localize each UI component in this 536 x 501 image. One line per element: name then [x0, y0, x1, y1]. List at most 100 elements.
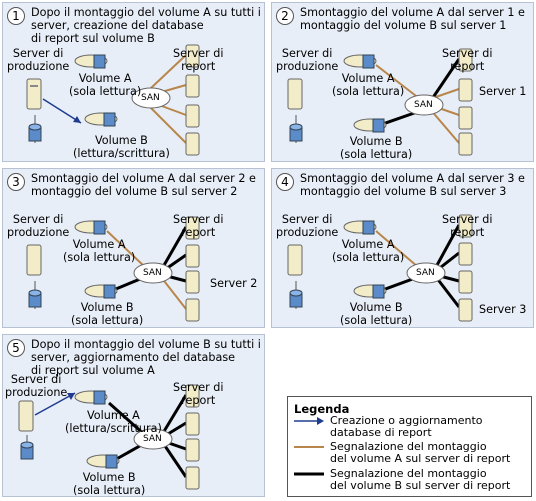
report-server	[185, 384, 200, 408]
production-server-label: Server di produzione	[7, 213, 70, 239]
report-server	[458, 48, 473, 72]
report-server	[458, 270, 473, 294]
volume-a-disk	[74, 390, 108, 405]
step-number: 5	[7, 339, 25, 357]
step-panel-5: 5 Dopo il montaggio del volume B su tutt…	[2, 334, 265, 497]
report-server	[185, 244, 200, 268]
san-label: SAN	[141, 93, 160, 103]
step-title: Smontaggio del volume A dal server 1 e m…	[300, 6, 525, 32]
report-server	[185, 438, 200, 462]
step-title: Dopo il montaggio del volume A su tutti …	[31, 6, 261, 45]
server-callout: Server 3	[479, 303, 527, 316]
legend-volume-b-swatch	[294, 472, 324, 476]
volume-b-label: Volume B (sola lettura)	[340, 301, 413, 327]
volume-a-disk	[343, 220, 377, 235]
volume-b-disk	[84, 284, 118, 299]
volume-a-disk	[74, 220, 108, 235]
san-cloud	[133, 262, 173, 284]
legend-item-database: Creazione o aggiornamento database di re…	[330, 414, 483, 439]
legend-title: Legenda	[294, 402, 350, 416]
panel-diagram	[18, 384, 200, 490]
production-db-icon	[289, 289, 303, 308]
production-db-icon	[28, 123, 42, 142]
production-server-label: Server di produzione	[276, 47, 339, 73]
step-title: Dopo il montaggio del volume B su tutti …	[31, 338, 261, 377]
report-server	[458, 106, 473, 130]
report-server	[185, 132, 200, 156]
production-server-label: Server di produzione	[276, 213, 339, 239]
report-server	[185, 44, 200, 68]
san-label: SAN	[414, 100, 433, 110]
volume-a-link	[375, 230, 419, 268]
step-panel-4: 4 Smontaggio del volume A dal server 3 e…	[271, 168, 534, 328]
production-server	[18, 400, 34, 432]
report-server	[185, 74, 200, 98]
production-db-icon	[289, 123, 303, 142]
database-update-arrow	[34, 392, 76, 416]
san-cloud	[131, 87, 171, 109]
step-number: 3	[7, 173, 25, 191]
volume-a-label: Volume A (lettura/scrittura)	[65, 409, 162, 435]
report-server	[458, 78, 473, 102]
step-panel-2: 2 Smontaggio del volume A dal server 1 e…	[271, 2, 534, 162]
server-callout: Server 1	[479, 85, 527, 98]
database-create-arrow	[42, 98, 82, 124]
panel-diagram	[287, 214, 473, 322]
report-server	[185, 298, 200, 322]
step-panel-3: 3 Smontaggio del volume A dal server 2 e…	[2, 168, 265, 328]
volume-a-link	[160, 276, 187, 310]
arrowhead	[67, 393, 75, 400]
report-server	[458, 242, 473, 266]
volume-b-disk	[353, 118, 387, 133]
report-servers-label: Server di report	[442, 213, 493, 239]
report-servers-label: Server di report	[173, 213, 224, 239]
volume-a-link	[106, 230, 146, 268]
san-label: SAN	[416, 268, 435, 278]
legend-item-volume-b: Segnalazione del montaggio del volume B …	[330, 467, 511, 492]
volume-a-disk	[74, 54, 108, 69]
report-server	[458, 132, 473, 156]
volume-a-label: Volume A (sola lettura)	[69, 72, 142, 98]
volume-b-link	[161, 226, 188, 268]
report-servers-label: Server di report	[173, 381, 224, 407]
san-label: SAN	[143, 268, 162, 278]
production-server	[287, 78, 303, 110]
volume-b-label: Volume B (sola lettura)	[73, 471, 146, 497]
step-panel-1: 1 Dopo il montaggio del volume A su tutt…	[2, 2, 265, 162]
server-callout: Server 2	[210, 277, 258, 290]
report-server	[185, 412, 200, 436]
report-server	[185, 216, 200, 240]
volume-b-disk	[86, 454, 120, 469]
production-server-label: Server di produzione	[5, 373, 68, 399]
report-servers-label: Server di report	[173, 47, 224, 73]
volume-a-link-1	[150, 54, 187, 89]
volume-a-label: Volume A (sola lettura)	[63, 238, 136, 264]
step-title: Smontaggio del volume A dal server 3 e m…	[300, 172, 525, 198]
volume-b-label: Volume B (sola lettura)	[71, 301, 144, 327]
volume-b-label: Volume B (sola lettura)	[340, 135, 413, 161]
report-server	[458, 214, 473, 238]
panel-diagram	[26, 216, 200, 322]
production-server-label: Server di produzione	[7, 47, 70, 73]
panel-diagram	[287, 48, 473, 156]
volume-b-link	[434, 276, 461, 308]
production-server	[287, 244, 303, 276]
production-db-icon	[20, 441, 34, 460]
legend-arrow-swatch	[294, 417, 324, 425]
production-db-icon	[28, 289, 42, 308]
volume-b-link	[108, 401, 146, 437]
production-server	[26, 244, 42, 276]
volume-a-link-4	[150, 107, 187, 144]
report-server	[185, 104, 200, 128]
step-number: 1	[7, 7, 25, 25]
legend-volume-a-swatch	[294, 446, 324, 448]
san-cloud	[406, 262, 446, 284]
volume-a-link	[375, 64, 421, 100]
report-server	[458, 298, 473, 322]
step-number: 2	[276, 7, 294, 25]
legend-item-volume-a: Segnalazione del montaggio del volume A …	[330, 440, 511, 465]
volume-b-link	[161, 442, 188, 478]
volume-a-label: Volume A (sola lettura)	[332, 72, 405, 98]
san-cloud	[404, 94, 444, 116]
panel-diagram	[26, 44, 200, 156]
